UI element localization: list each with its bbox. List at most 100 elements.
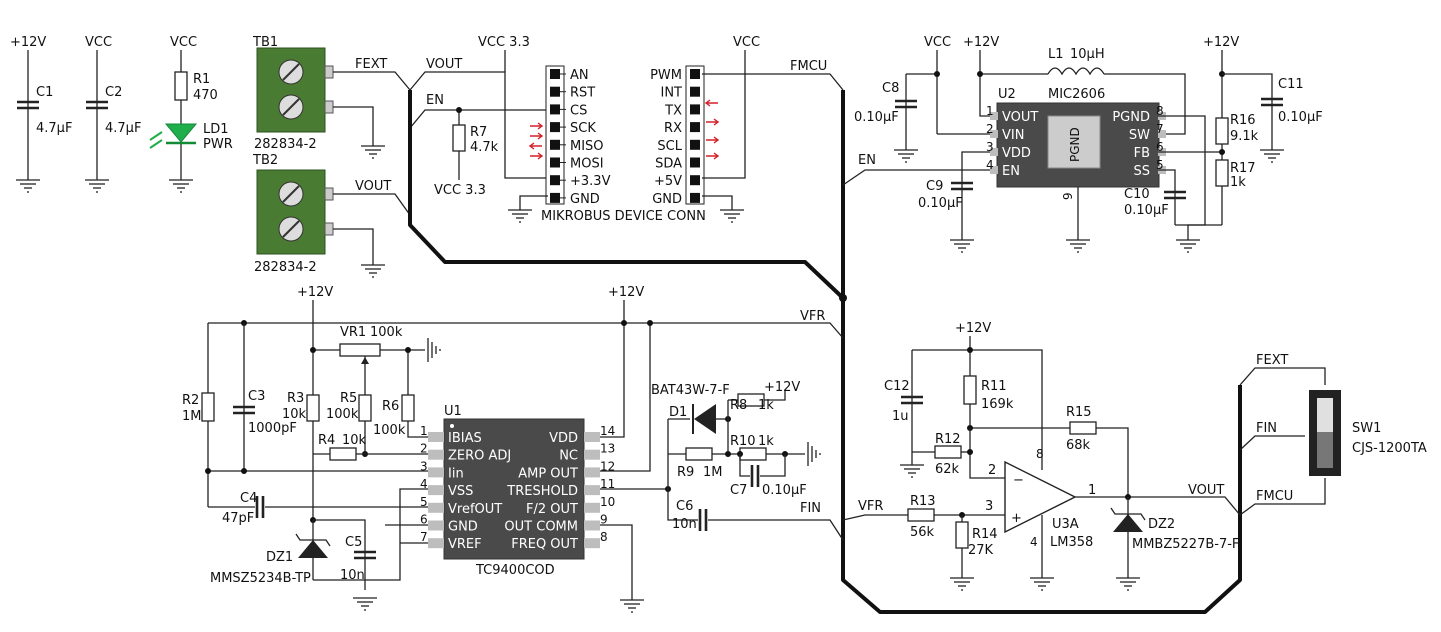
label-op-pin2: 2: [988, 463, 996, 478]
u2-pin-number: 3: [986, 140, 994, 154]
label-r15-val: 68k: [1066, 438, 1091, 453]
resistor-r4: [329, 447, 357, 461]
ground-icon: [949, 577, 975, 591]
label-c10: C10: [1124, 187, 1150, 202]
mikrobus-right-pin-label: RX: [664, 121, 682, 136]
label-u2: U2: [998, 87, 1016, 102]
label-u3a-part: LM358: [1050, 535, 1093, 550]
mikrobus-left-pin-label: MOSI: [570, 157, 604, 172]
ground-icon: [15, 179, 41, 193]
label-vfr-top: VFR: [800, 309, 825, 324]
u1-pin-number: 9: [600, 513, 608, 527]
label-c5: C5: [345, 535, 362, 550]
u1-pin-label: F/2 OUT: [526, 502, 578, 517]
u2-pin-label: PGND: [1112, 110, 1150, 125]
label-r14: R14: [972, 527, 998, 542]
label-u2-part: MIC2606: [1048, 87, 1105, 102]
label-c10-val: 0.10µF: [1124, 203, 1169, 218]
ground-icon: [1115, 577, 1141, 591]
u1-pin-number: 2: [420, 442, 428, 456]
label-op-pin8: 8: [1036, 447, 1044, 461]
label-reg-p12b: +12V: [1203, 35, 1239, 50]
signal-bus: [408, 90, 1242, 614]
u1-pin-label: OUT COMM: [504, 520, 578, 535]
label-r7: R7: [470, 125, 487, 140]
ground-icon: [360, 145, 386, 159]
u2-pin-number: 2: [986, 122, 994, 136]
u1-pin-number: 10: [600, 495, 615, 509]
u1-pin-label: VSS: [448, 484, 473, 499]
ground-icon: [507, 209, 533, 223]
resistor-r6: [401, 394, 415, 422]
mikrobus-right-pin-label: SCL: [657, 139, 682, 154]
mikrobus-right-pin-label: +5V: [654, 174, 682, 189]
u1-pin-number: 7: [420, 530, 428, 544]
resistor-r13: [907, 508, 935, 522]
label-c12: C12: [884, 379, 910, 394]
potentiometer-vr1: [339, 343, 381, 357]
label-fin-left: FIN: [800, 501, 821, 516]
resistor-r17: [1215, 159, 1229, 187]
mikrobus-pin: [550, 192, 560, 203]
mikrobus-left-pin-label: AN: [570, 68, 589, 83]
u2-pin-label: EN: [1002, 164, 1020, 179]
label-sw1: SW1: [1352, 421, 1381, 436]
label-reg-p12: +12V: [963, 35, 999, 50]
u1-pin-number: 1: [420, 424, 428, 438]
label-dn-p12: +12V: [764, 380, 800, 395]
label-r9: R9: [677, 465, 694, 480]
label-c5-val: 10n: [340, 568, 365, 583]
label-r1-val: 470: [193, 88, 218, 103]
label-mb-vcc: VCC: [733, 35, 760, 50]
u2-pin-label: SS: [1133, 164, 1150, 179]
zener-dz1-icon: [298, 540, 328, 558]
label-d1-part: BAT43W-7-F: [651, 383, 730, 398]
regulator-section: VCC +12V +12V C8 0.10µF L1 10µH C9 0.10µ…: [842, 35, 1323, 253]
ground-icon: [893, 149, 919, 163]
label-r5-val: 100k: [326, 407, 359, 422]
mikrobus-right-pin-label: PWM: [650, 68, 682, 83]
mikrobus-pin: [550, 139, 560, 150]
label-c1-val: 4.7µF: [36, 121, 72, 136]
mikrobus-pin: [690, 157, 700, 168]
u1-pin-label: TRESHOLD: [506, 484, 578, 499]
resistor-r7: [452, 124, 466, 152]
label-c1: C1: [36, 85, 53, 100]
label-c11: C11: [1278, 77, 1304, 92]
resistor-r5: [358, 394, 372, 422]
label-r4-val: 10k: [342, 433, 367, 448]
label-conv-p12b: +12V: [608, 285, 644, 300]
converter-section: +12V +12V VFR R2 1M C3 1000pF VR1 100k R…: [182, 285, 844, 613]
zener-dz2-icon: [1113, 514, 1143, 532]
mikrobus-left-pin-label: CS: [570, 103, 587, 118]
ground-icon: [168, 179, 194, 193]
label-d1: D1: [669, 405, 687, 420]
label-c9: C9: [926, 179, 943, 194]
label-r16-val: 9.1k: [1230, 129, 1259, 144]
label-r14-val: 27K: [968, 543, 994, 558]
u1-pin-number: 8: [600, 530, 608, 544]
label-p12v: +12V: [10, 35, 46, 50]
label-r9-val: 1M: [703, 465, 723, 480]
label-vcc-led: VCC: [170, 35, 197, 50]
label-tb2-part: 282834-2: [254, 260, 317, 275]
mikrobus-left-pin-label: RST: [570, 86, 595, 101]
ground-icon: [1175, 239, 1201, 253]
label-vcc-c2: VCC: [85, 35, 112, 50]
ground-icon: [719, 209, 745, 223]
mikrobus-left-pin-label: GND: [570, 192, 600, 207]
label-r2: R2: [182, 393, 199, 408]
mikrobus-right-pin-label: SDA: [655, 157, 682, 172]
label-r16: R16: [1230, 113, 1256, 128]
label-r12: R12: [935, 432, 961, 447]
label-c8-val: 0.10µF: [854, 110, 899, 125]
label-sw-fext: FEXT: [1256, 353, 1288, 368]
u1-pin-label: VrefOUT: [448, 502, 502, 517]
mikrobus-connector: ANRSTCSSCKMISOMOSI+3.3VGNDPWMINTTXRXSCLS…: [507, 35, 844, 224]
label-r13-val: 56k: [910, 525, 935, 540]
terminal-blocks: TB1 282834-2 TB2 282834-2 FEXT VOUT VOUT…: [252, 35, 548, 278]
u1-pin-label: GND: [448, 520, 478, 535]
mikrobus-pin: [690, 104, 700, 115]
ground-icon: [619, 599, 645, 613]
label-r1: R1: [193, 72, 210, 87]
